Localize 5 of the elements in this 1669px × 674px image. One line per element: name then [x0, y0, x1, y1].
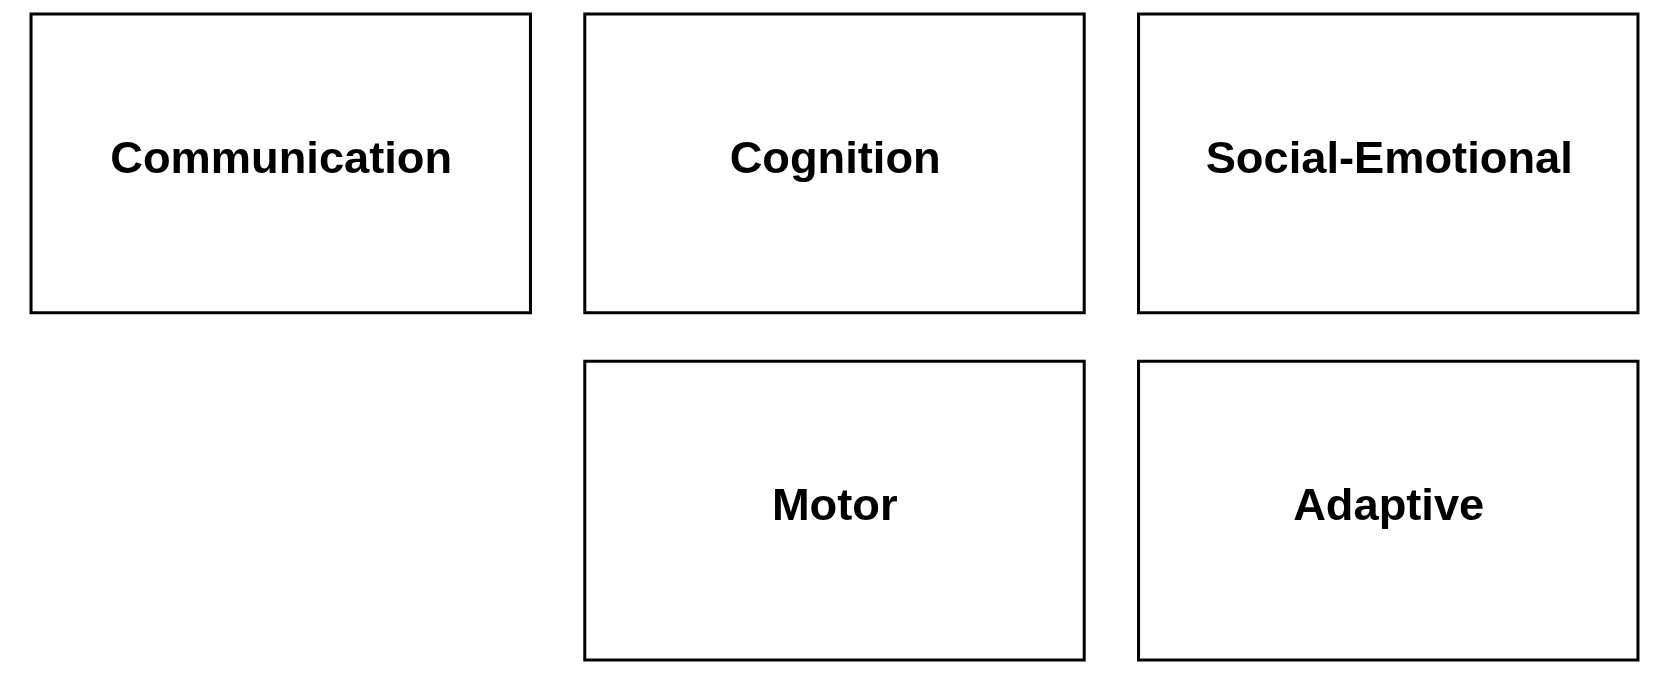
- node-box: Adaptive: [1137, 359, 1640, 662]
- node-box: Communication: [29, 12, 532, 315]
- node-box: Motor: [583, 359, 1086, 662]
- node-box: Social-Emotional: [1137, 12, 1640, 315]
- node-box: Cognition: [583, 12, 1086, 315]
